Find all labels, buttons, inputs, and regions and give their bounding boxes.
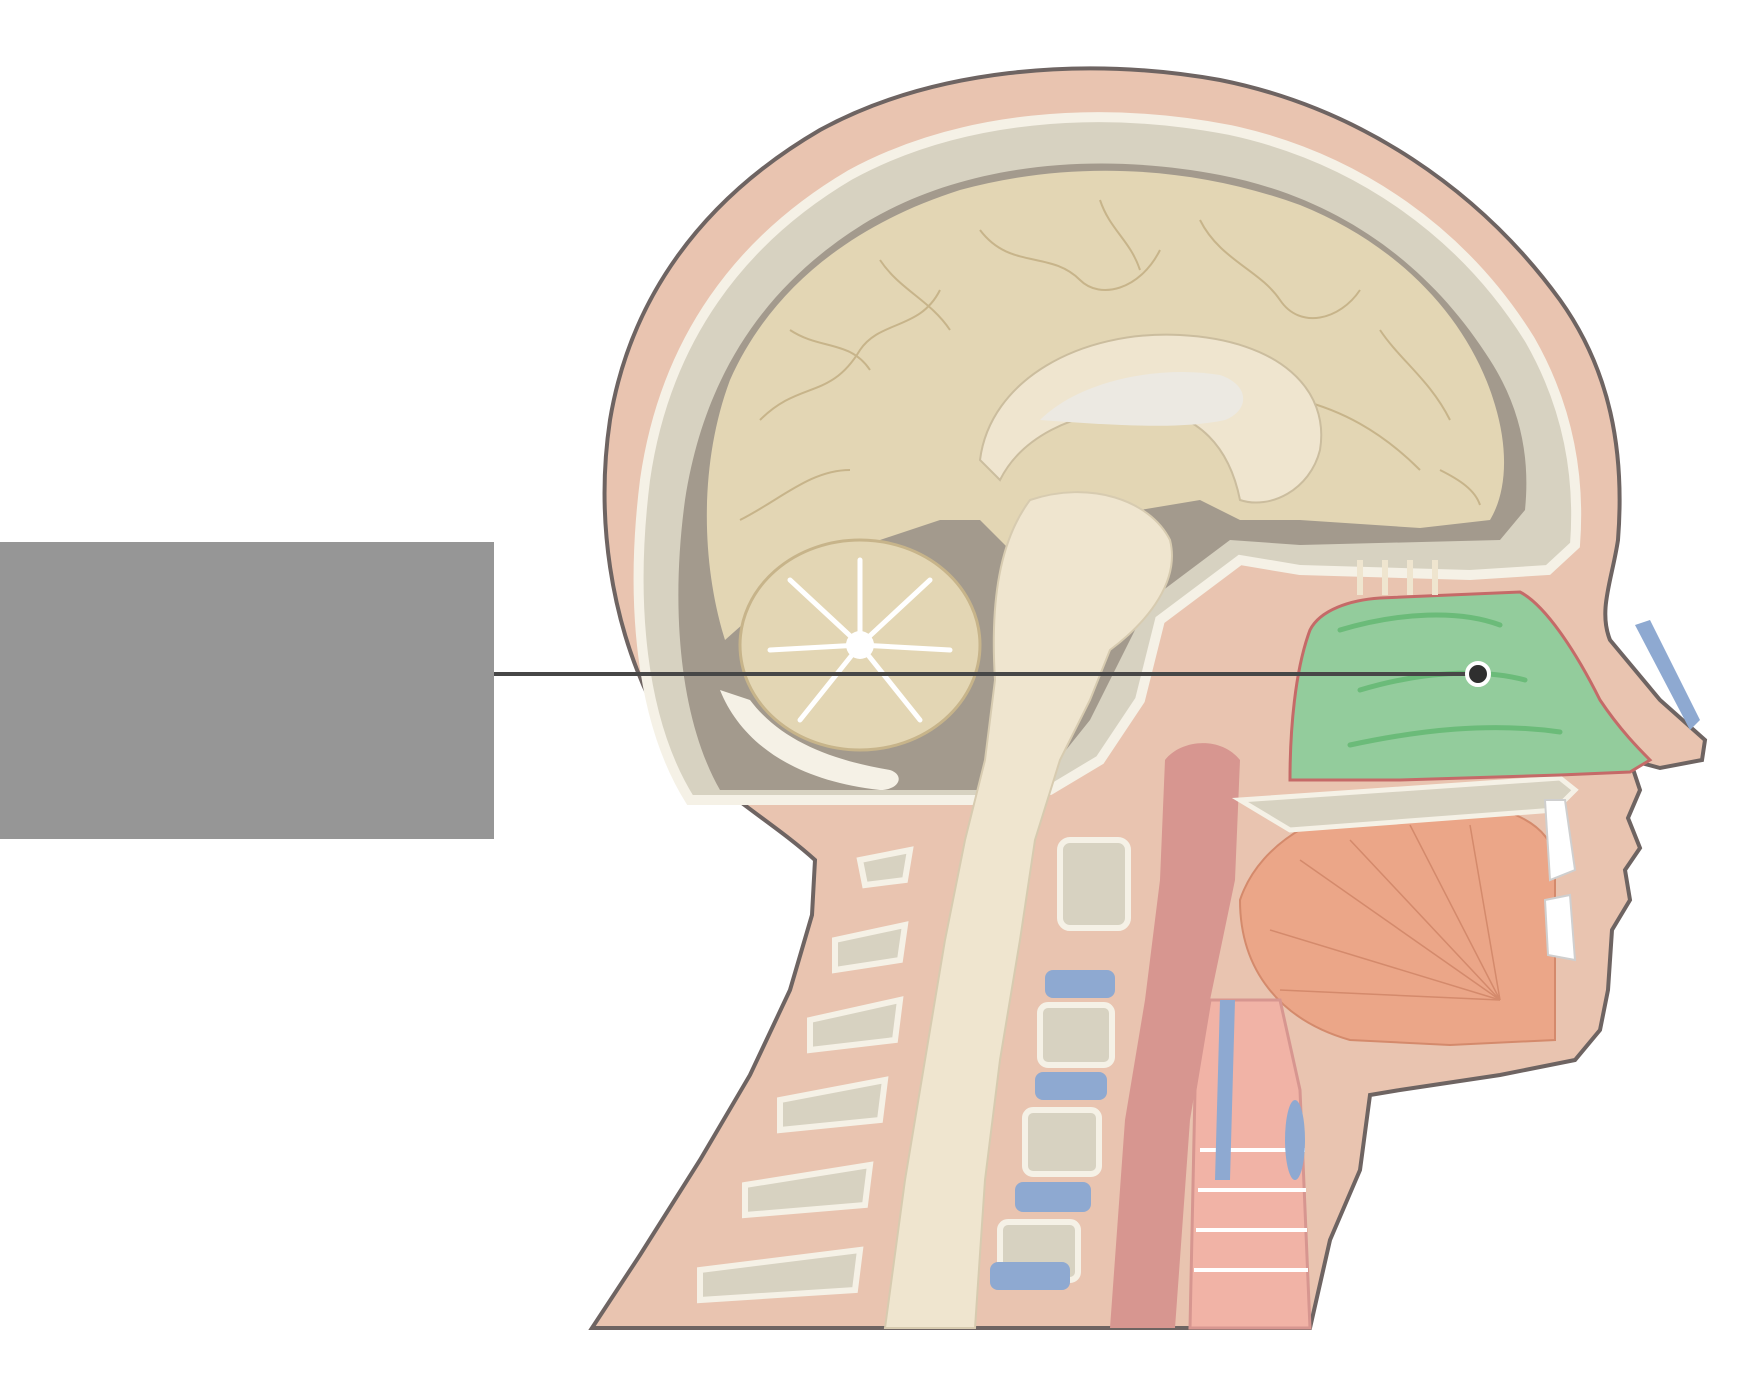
olfactory-nerve-fibers	[1357, 560, 1438, 595]
spinous-processes	[697, 846, 914, 1304]
cerebral-gyri-lines	[739, 199, 1481, 521]
larynx-trachea	[1188, 998, 1312, 1330]
lateral-ventricle	[1040, 372, 1244, 426]
tongue-muscle-fibers	[1269, 824, 1501, 1001]
occipital-bone-edge	[720, 690, 899, 790]
cervical-vertebrae	[990, 837, 1131, 1290]
pharynx	[1110, 743, 1240, 1328]
label-box[interactable]	[0, 542, 494, 839]
pointer-dot	[1465, 661, 1491, 687]
brainstem	[883, 491, 1173, 1329]
cerebellum	[738, 538, 982, 752]
teeth	[1543, 799, 1577, 962]
tongue	[1238, 798, 1556, 1047]
nasal-cartilage	[1635, 620, 1700, 730]
